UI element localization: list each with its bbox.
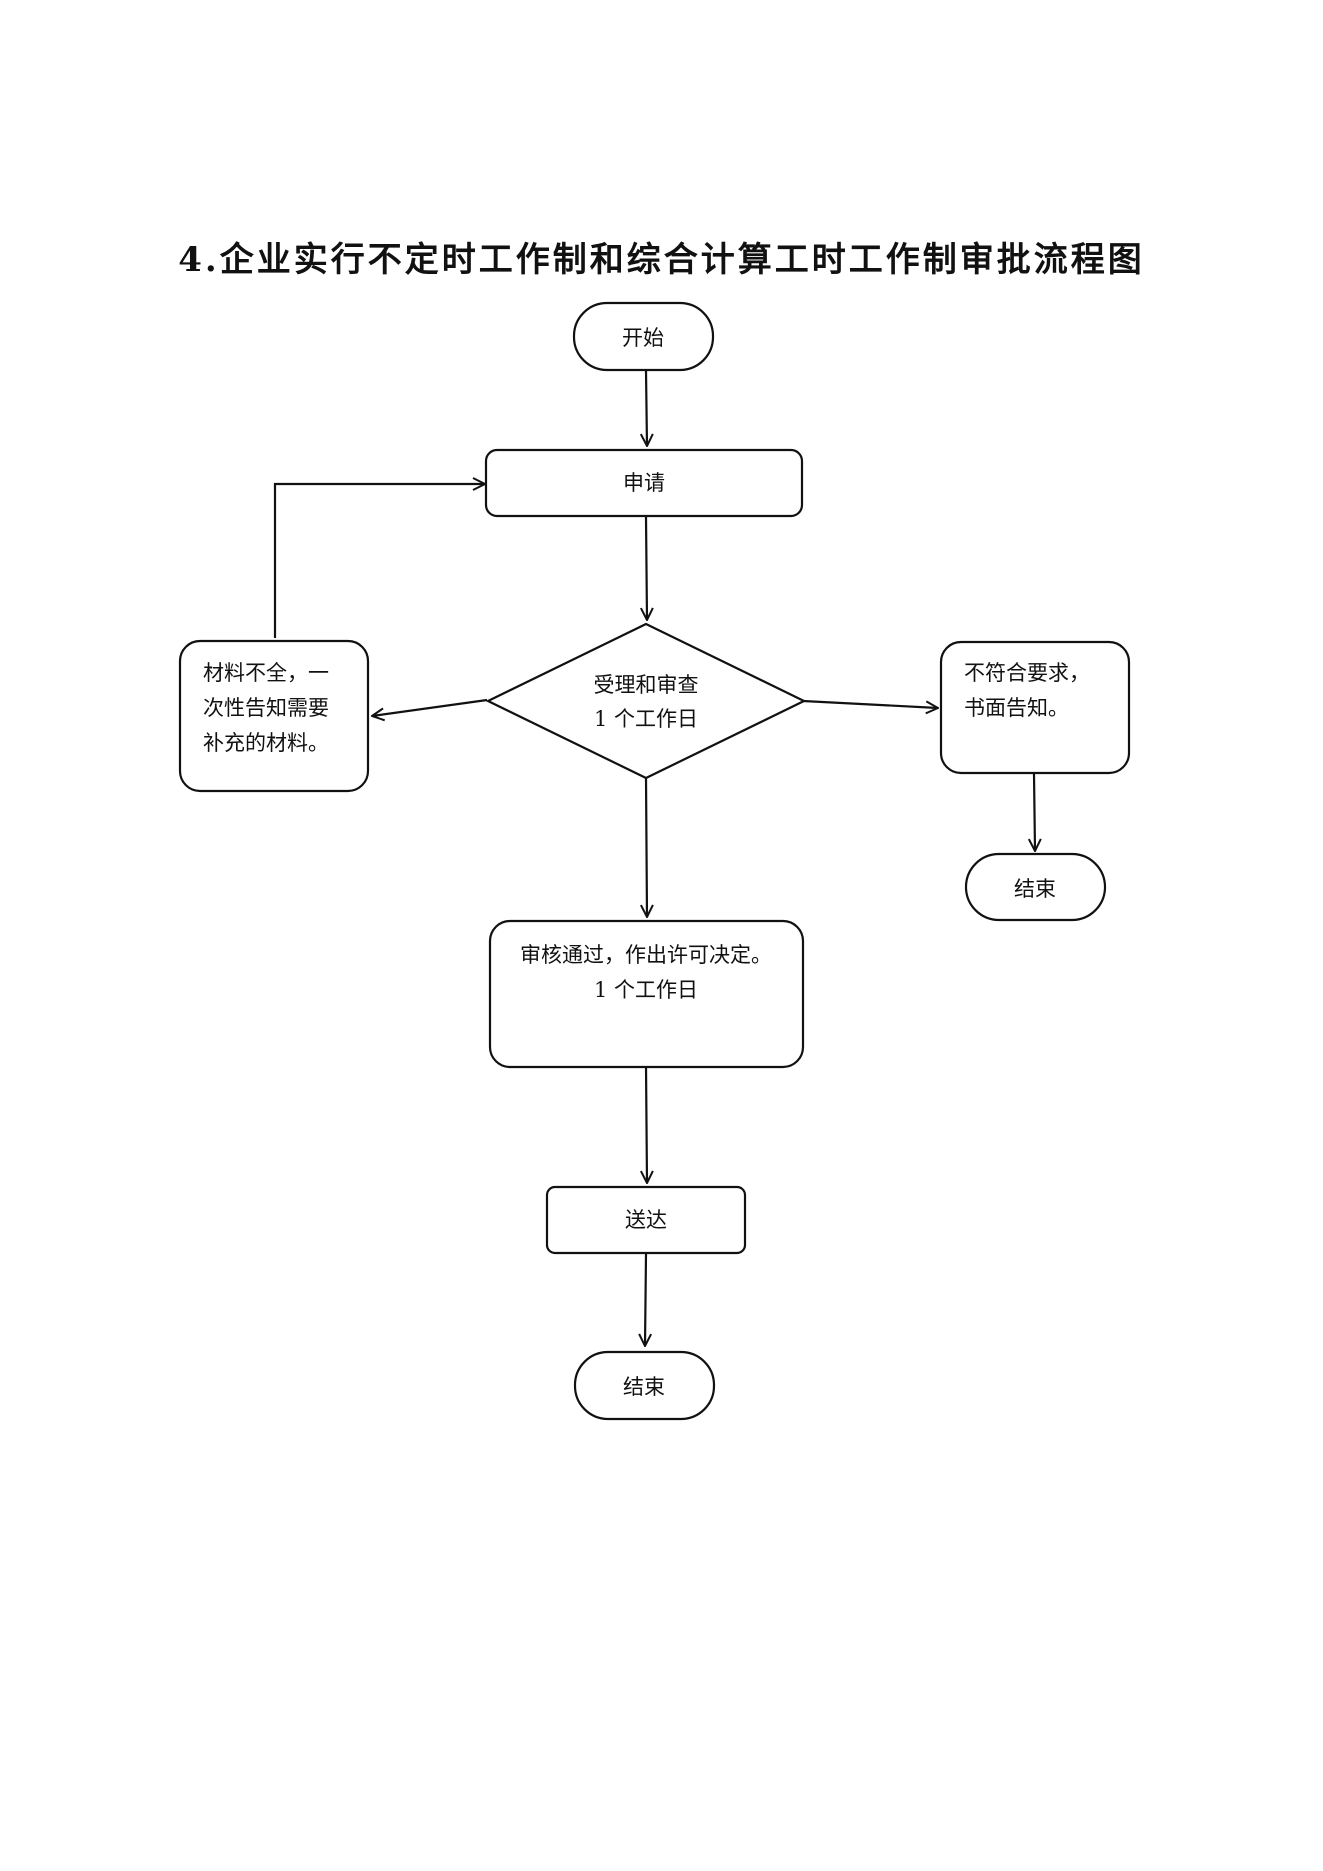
review-decision-node: 受理和审查 1 个工作日: [485, 622, 807, 780]
end-node: 结束: [573, 1350, 716, 1421]
deliver-label: 送达: [625, 1208, 667, 1232]
arrow-deliver-to-end: [645, 1253, 646, 1346]
incomplete-label-line3: 补充的材料。: [203, 731, 329, 755]
arrow-approve-to-deliver: [646, 1064, 647, 1183]
end-reject-label: 结束: [1014, 877, 1056, 901]
arrow-reject-to-end: [1034, 773, 1035, 851]
incomplete-label-line2: 次性告知需要: [203, 696, 329, 720]
apply-node: 申请: [484, 448, 804, 518]
arrow-apply-to-review: [646, 516, 647, 620]
incomplete-materials-node: 材料不全，一 次性告知需要 补充的材料。: [178, 639, 370, 793]
apply-label: 申请: [623, 471, 665, 495]
arrow-incomplete-to-apply: [273, 484, 485, 638]
approve-node: 审核通过，作出许可决定。 1 个工作日: [488, 919, 805, 1069]
page-title: 4.企业实行不定时工作制和综合计算工时工作制审批流程图: [178, 240, 1145, 280]
arrow-review-to-incomplete: [372, 698, 488, 716]
incomplete-label-line1: 材料不全，一: [203, 661, 329, 685]
arrow-start-to-apply: [646, 370, 647, 446]
review-label-line2: 1 个工作日: [594, 707, 698, 731]
arrow-review-to-reject: [802, 699, 938, 708]
reject-label-line2: 书面告知。: [964, 696, 1069, 720]
end-label: 结束: [623, 1375, 665, 1399]
reject-node: 不符合要求， 书面告知。: [939, 640, 1131, 775]
end-reject-node: 结束: [964, 852, 1107, 922]
reject-label-line1: 不符合要求，: [964, 661, 1090, 685]
start-node: 开始: [572, 301, 715, 372]
arrow-review-to-approve: [646, 777, 647, 917]
review-label-line1: 受理和审查: [594, 673, 699, 697]
connectors: [273, 370, 1035, 1346]
deliver-node: 送达: [545, 1185, 747, 1255]
start-label: 开始: [622, 326, 664, 350]
approve-label-line1: 审核通过，作出许可决定。: [520, 943, 772, 967]
approve-label-line2: 1 个工作日: [594, 978, 698, 1002]
